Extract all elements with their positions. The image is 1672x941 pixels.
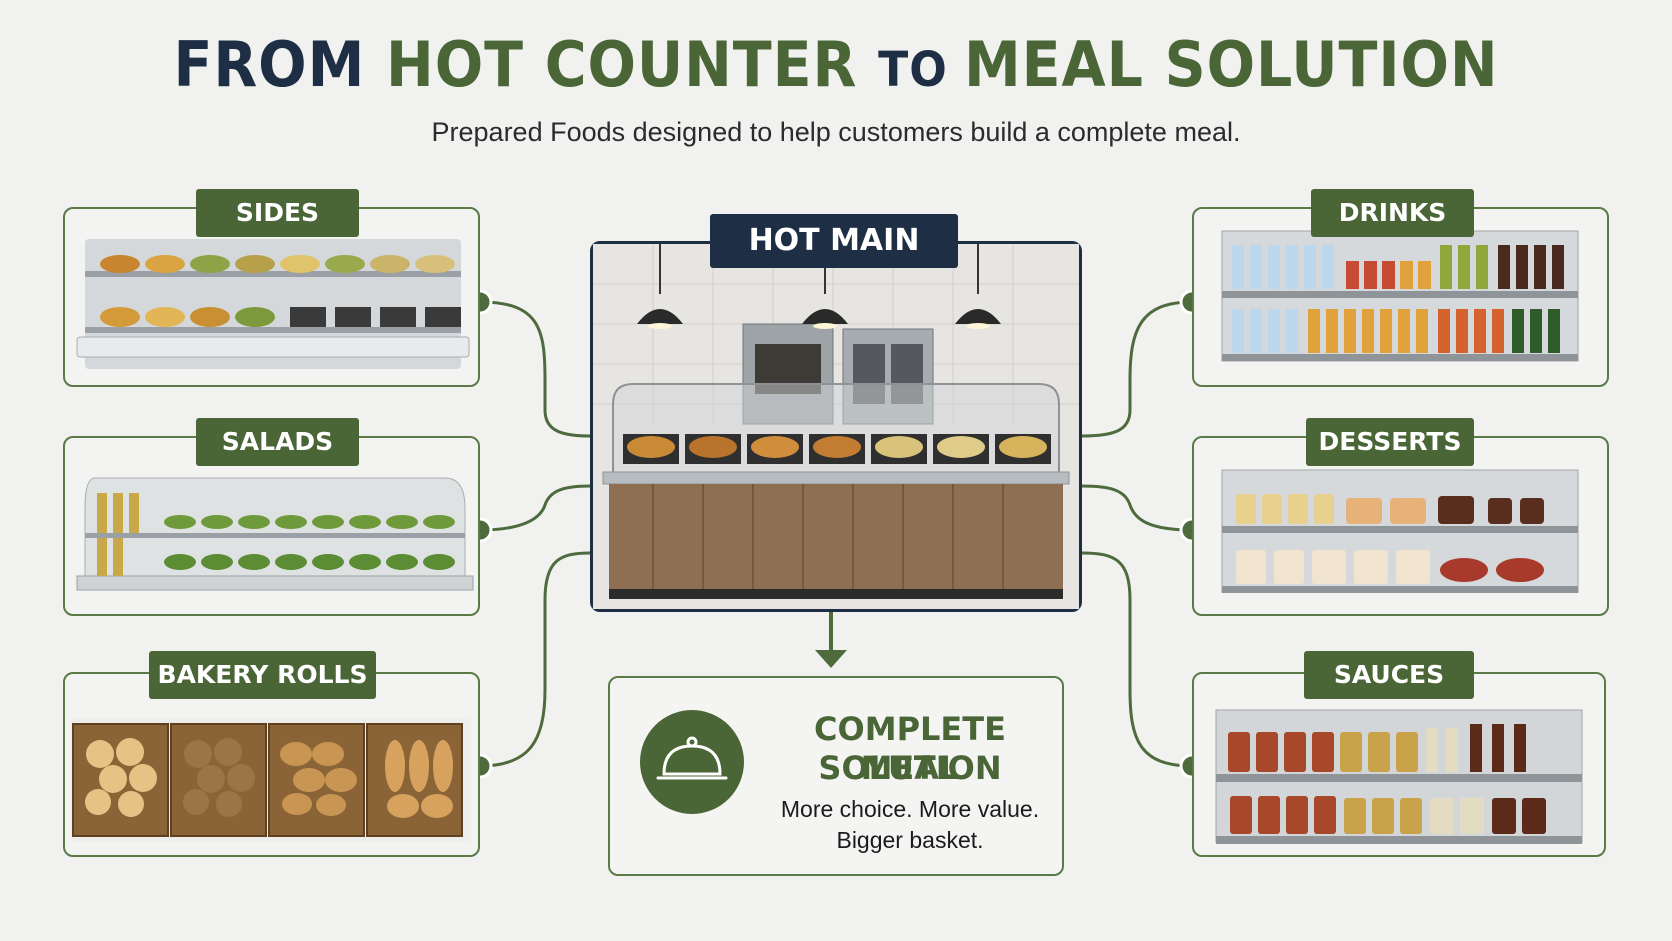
hot-counter-illustration	[593, 244, 1079, 609]
cloche-icon	[640, 710, 744, 814]
connector-bakery	[479, 551, 591, 768]
connector-sauces	[1081, 551, 1193, 768]
card-salads	[63, 436, 480, 616]
drinks-shelf-illustration	[1221, 230, 1579, 362]
sauces-shelf-illustration	[1215, 709, 1583, 844]
sides-counter-illustration	[76, 239, 470, 369]
card-drinks	[1192, 207, 1609, 387]
title-meal-solution: MEAL SOLUTION	[963, 28, 1499, 101]
card-hot-main	[590, 241, 1082, 612]
label-drinks: DRINKS	[1311, 189, 1474, 237]
title-from: FROM	[173, 28, 387, 101]
label-sauces: SAUCES	[1304, 651, 1474, 699]
label-desserts: DESSERTS	[1306, 418, 1474, 466]
label-bakery-rolls: BAKERY ROLLS	[149, 651, 376, 699]
meal-title-line1: COMPLETE MEAL	[814, 710, 1006, 787]
label-sides: SIDES	[196, 189, 359, 237]
page-subtitle: Prepared Foods designed to help customer…	[431, 117, 1241, 147]
connector-desserts	[1081, 484, 1193, 532]
meal-title-line2: SOLUTION	[818, 749, 1002, 787]
connector-drinks	[1081, 300, 1193, 438]
meal-tagline-line2: Bigger basket.	[836, 827, 984, 853]
card-sides	[63, 207, 480, 387]
meal-tagline-line1: More choice. More value.	[780, 796, 1040, 822]
connector-salads	[479, 484, 591, 532]
page-title: FROM HOT COUNTER TO MEAL SOLUTION	[67, 28, 1605, 101]
card-desserts	[1192, 436, 1609, 616]
arrow-down-icon	[815, 650, 847, 668]
title-hot-counter: HOT COUNTER	[386, 28, 879, 101]
label-salads: SALADS	[196, 418, 359, 466]
label-hot-main: HOT MAIN	[710, 214, 958, 268]
salads-counter-illustration	[76, 477, 474, 591]
card-complete-meal: COMPLETE MEAL SOLUTION More choice. More…	[608, 676, 1064, 876]
desserts-shelf-illustration	[1221, 469, 1579, 593]
bakery-baskets-illustration	[70, 719, 470, 841]
connector-sides	[479, 300, 591, 438]
card-bakery-rolls	[63, 672, 480, 857]
card-sauces	[1192, 672, 1606, 857]
title-to: TO	[878, 42, 964, 98]
